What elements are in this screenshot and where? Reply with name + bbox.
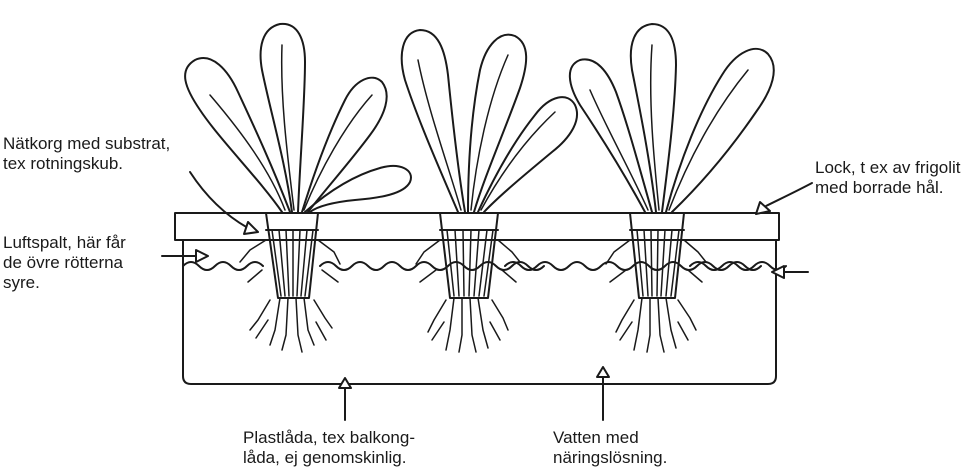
leaf-1c	[301, 76, 388, 213]
pointer-plastic-box	[338, 377, 352, 421]
leaf-3a	[568, 58, 653, 213]
label-lid-line1: Lock, t ex av frigolit	[815, 158, 961, 177]
label-air-gap-line3: syre.	[3, 273, 40, 292]
label-water: Vatten med näringslösning.	[553, 428, 667, 468]
label-net-basket: Nätkorg med substrat, tex rotningskub.	[3, 134, 170, 174]
leaf-3c	[665, 48, 775, 213]
pointer-water	[596, 366, 610, 421]
roots-3	[605, 239, 707, 353]
label-plastic-box: Plastlåda, tex balkong- låda, ej genomsk…	[243, 428, 415, 468]
label-net-basket-line1: Nätkorg med substrat,	[3, 134, 171, 153]
label-air-gap: Luftspalt, här får de övre rötterna syre…	[3, 233, 126, 293]
label-air-gap-line1: Luftspalt, här får	[3, 233, 126, 252]
plant-1	[184, 22, 412, 353]
leaf-1a	[184, 57, 291, 213]
label-water-line2: näringslösning.	[553, 448, 668, 467]
label-net-basket-line2: tex rotningskub.	[3, 154, 124, 173]
water-surface	[182, 261, 787, 271]
pointer-net-basket	[189, 171, 259, 235]
roots-1	[239, 239, 341, 353]
net-pot-2	[439, 212, 499, 299]
label-plastic-box-line2: låda, ej genomskinlig.	[243, 448, 407, 467]
label-plastic-box-line1: Plastlåda, tex balkong-	[243, 428, 415, 447]
roots-2	[415, 239, 521, 353]
label-lid-line2: med borrade hål.	[815, 178, 944, 197]
plant-3	[568, 23, 775, 353]
label-air-gap-line2: de övre rötterna	[3, 253, 124, 272]
leaf-1b	[259, 22, 306, 213]
leaf-1d	[304, 164, 412, 213]
leaf-2a	[400, 29, 466, 213]
pointer-box-inner	[771, 265, 809, 279]
leaf-3b	[629, 23, 677, 213]
label-water-line1: Vatten med	[553, 428, 639, 447]
plastic-box	[182, 239, 777, 385]
leaf-2b	[467, 33, 528, 213]
leaf-2c	[477, 96, 578, 213]
pointer-lid	[755, 182, 813, 215]
pointer-air-gap	[161, 249, 209, 263]
net-pot-1	[265, 212, 319, 299]
label-lid: Lock, t ex av frigolit med borrade hål.	[815, 158, 961, 198]
plant-2	[400, 29, 578, 353]
